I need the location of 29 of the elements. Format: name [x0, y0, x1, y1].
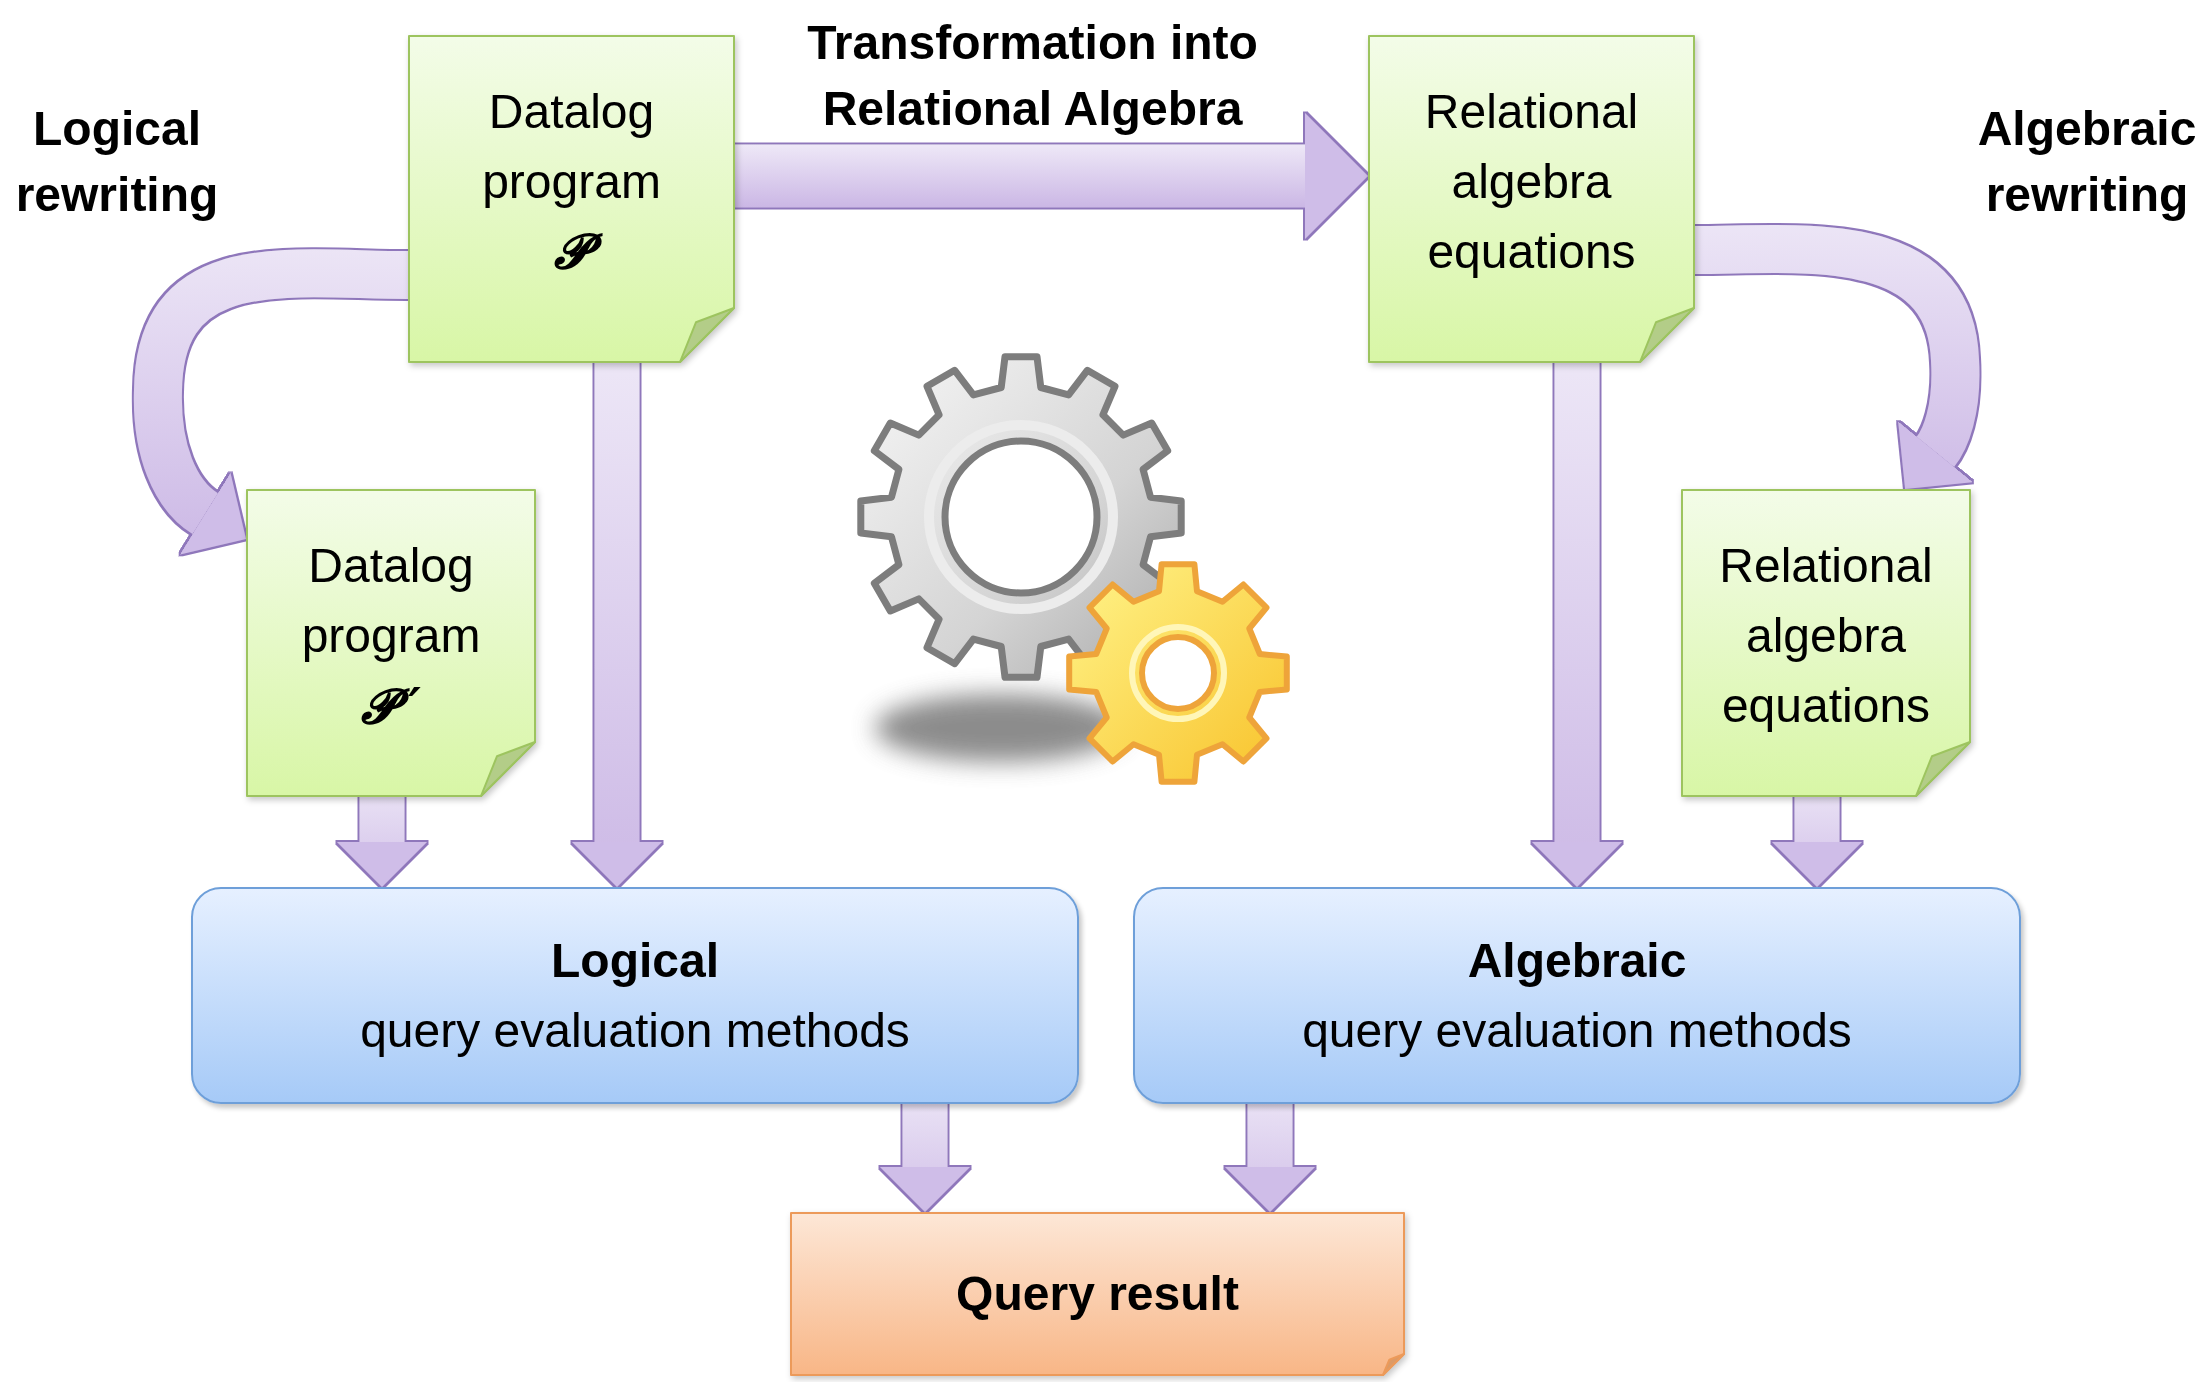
- program-symbol: 𝓟′: [360, 677, 422, 736]
- block-arrow: [1772, 797, 1862, 887]
- program-symbol: 𝓟: [540, 217, 603, 287]
- node-text: query evaluation methods: [1302, 1002, 1852, 1059]
- rounded-box: [1133, 887, 2021, 1104]
- node-heading: Algebraic: [1467, 932, 1687, 989]
- block-arrow: [735, 113, 1368, 239]
- result-box: [790, 1212, 1405, 1376]
- block-arrow: [337, 797, 427, 887]
- block-arrow: [1225, 1104, 1315, 1212]
- note-box: [408, 35, 735, 363]
- node-text: Datalog program: [300, 538, 482, 664]
- edge-label: Logical rewriting: [14, 101, 220, 223]
- note-box: [1368, 35, 1695, 363]
- edge-label: Transformation into Relational Algebra: [806, 15, 1259, 137]
- edge-label: Algebraic rewriting: [1976, 101, 2198, 223]
- node-text: Datalog program: [481, 84, 662, 210]
- node-text: query evaluation methods: [360, 1002, 910, 1059]
- block-arrow: [1532, 363, 1622, 887]
- note-box: [1681, 489, 1971, 797]
- block-arrow: [572, 363, 662, 887]
- note-box: [246, 489, 536, 797]
- rounded-box: [191, 887, 1079, 1104]
- node-text: Query result: [956, 1266, 1239, 1322]
- curved-arrow: [1694, 224, 1980, 491]
- node-text: Relational algebra equations: [1718, 538, 1934, 734]
- block-arrow: [880, 1104, 970, 1212]
- node-text: Relational algebra equations: [1423, 84, 1640, 280]
- node-heading: Logical: [551, 932, 719, 989]
